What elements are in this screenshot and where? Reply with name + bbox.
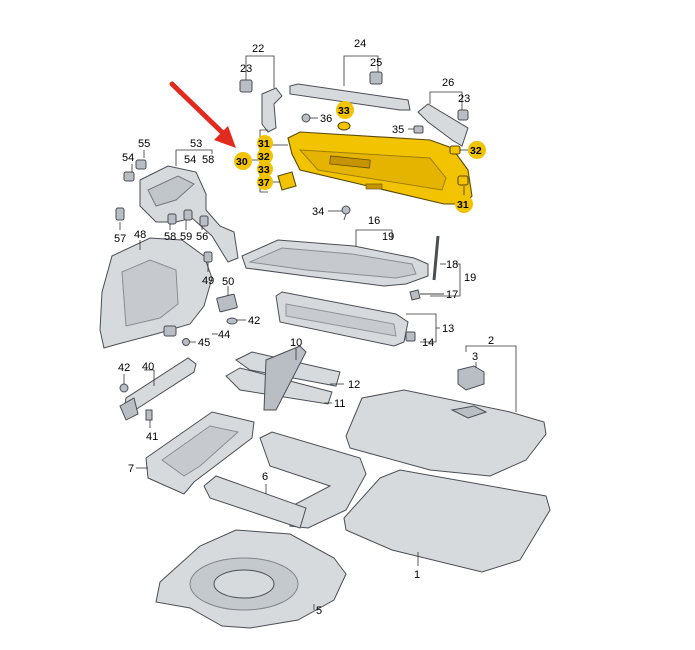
part-34-screw (341, 205, 351, 221)
part-24-strip (289, 83, 411, 111)
svg-text:31: 31 (258, 138, 270, 150)
small-side-parts (115, 159, 238, 346)
highlight-callout-33-left: 33 (257, 161, 273, 177)
highlighted-callouts: 30 31 32 33 37 33 32 31 (234, 101, 486, 213)
part-40-rail (119, 357, 197, 421)
callout-58-bottom: 58 (164, 231, 176, 243)
callout-59: 59 (180, 231, 192, 243)
part-14-clip (405, 331, 416, 342)
part-31-clip-highlight (457, 175, 469, 186)
highlight-callout-31-right: 31 (455, 195, 473, 213)
callout-42-low: 42 (118, 362, 130, 374)
svg-text:32: 32 (470, 145, 482, 157)
svg-text:32: 32 (258, 151, 270, 163)
callout-14: 14 (422, 337, 434, 349)
part-22-trim (261, 87, 283, 133)
callout-54-top: 54 (184, 154, 196, 166)
callout-35: 35 (392, 124, 404, 136)
callout-7: 7 (128, 463, 134, 475)
part-6-insert (203, 475, 307, 529)
callout-22: 22 (252, 43, 264, 55)
callout-1: 1 (414, 569, 420, 581)
svg-text:33: 33 (258, 164, 270, 176)
part-35-clip (413, 125, 424, 134)
part-10-divider (225, 345, 341, 411)
highlight-callout-32-right: 32 (468, 141, 486, 159)
callout-55: 55 (138, 138, 150, 150)
part-3-cover (457, 365, 485, 391)
part-37-cover (277, 171, 297, 191)
callout-25: 25 (370, 57, 382, 69)
callout-23-right: 23 (458, 93, 470, 105)
callout-17: 17 (446, 289, 458, 301)
part-16-parcel-shelf (241, 239, 429, 287)
part-13-cover-panel (275, 291, 409, 347)
callout-36: 36 (320, 113, 332, 125)
highlighted-tailgate-trim-panel (287, 131, 473, 205)
callout-58-top: 58 (202, 154, 214, 166)
part-1-floor (343, 469, 551, 573)
callout-49: 49 (202, 275, 214, 287)
callout-48: 48 (134, 229, 146, 241)
part-5-insert (259, 431, 367, 529)
part-36-screw (301, 113, 311, 123)
callout-18: 18 (446, 259, 458, 271)
part-18-strut (432, 235, 440, 281)
callout-19-top: 19 (382, 231, 394, 243)
callout-5: 5 (316, 605, 322, 617)
callout-10: 10 (290, 337, 302, 349)
part-17-hook (409, 289, 421, 301)
part-33-clip-highlight (337, 121, 351, 131)
highlight-callout-33-top: 33 (336, 101, 354, 119)
callout-40: 40 (142, 361, 154, 373)
callout-16: 16 (368, 215, 380, 227)
callout-12: 12 (348, 379, 360, 391)
callout-34: 34 (312, 206, 324, 218)
part-25-clip (369, 71, 383, 85)
callout-24: 24 (354, 38, 366, 50)
callout-11: 11 (334, 398, 345, 410)
callout-41: 41 (146, 431, 158, 443)
callout-26: 26 (442, 77, 454, 89)
svg-text:33: 33 (338, 105, 350, 117)
highlight-callout-31-left: 31 (257, 135, 273, 151)
red-pointer-arrow-icon (169, 81, 236, 148)
spare-wheel-well-pan (155, 529, 347, 629)
part-26-trim (417, 103, 469, 147)
svg-text:37: 37 (258, 177, 270, 189)
callout-3: 3 (472, 351, 478, 363)
callout-56: 56 (196, 231, 208, 243)
callout-57: 57 (114, 233, 126, 245)
callout-44: 44 (218, 329, 230, 341)
part-7-tray (145, 411, 255, 495)
part-23-clip-left (239, 79, 253, 93)
callout-54-left: 54 (122, 152, 134, 164)
part-32-clip-highlight (449, 145, 461, 155)
part-2-floor-mat (345, 389, 547, 477)
highlight-callout-32-left: 32 (257, 148, 273, 164)
callout-45: 45 (198, 337, 210, 349)
highlight-callout-37: 37 (257, 174, 273, 190)
callout-50: 50 (222, 276, 234, 288)
callout-2: 2 (488, 335, 494, 347)
callout-53: 53 (190, 138, 202, 150)
callout-6: 6 (262, 471, 268, 483)
svg-text:31: 31 (457, 199, 469, 211)
callout-23-left: 23 (240, 63, 252, 75)
callout-13: 13 (442, 323, 454, 335)
svg-text:30: 30 (236, 156, 248, 168)
part-23-clip-right (457, 109, 469, 121)
part-48-side-trim-lower (99, 237, 213, 349)
callout-labels: 22 23 24 25 26 23 36 35 34 55 53 54 58 5… (114, 38, 494, 617)
callout-19-right: 19 (464, 272, 476, 284)
callout-42-mid: 42 (248, 315, 260, 327)
highlight-callout-30: 30 (234, 152, 252, 170)
